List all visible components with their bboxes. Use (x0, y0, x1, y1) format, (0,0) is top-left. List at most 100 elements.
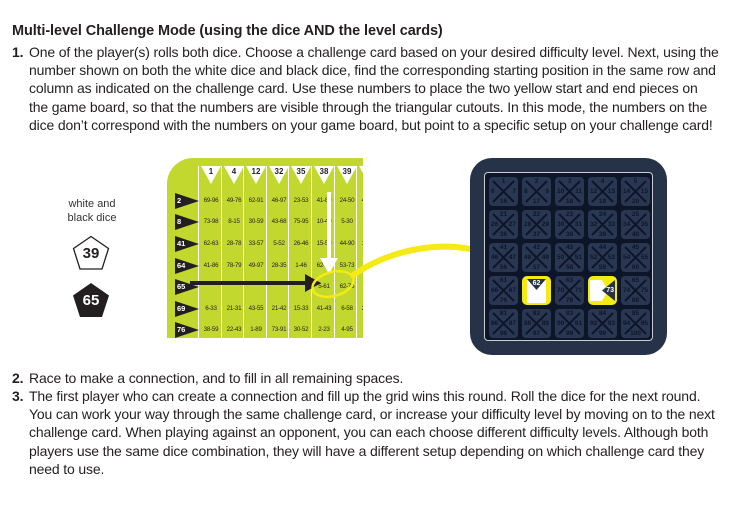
tile-number: 90 (557, 320, 565, 327)
tile-number: 74 (623, 287, 631, 294)
triangle-down-icon (337, 166, 357, 184)
cross-icon (624, 246, 647, 269)
tile-number: 65 (631, 277, 640, 284)
tile-number: 27 (508, 221, 516, 228)
row-header: 76 (175, 322, 199, 338)
section-heading: Multi-level Challenge Mode (using the di… (12, 23, 443, 39)
step-3: 3. The first player who can create a con… (12, 387, 720, 478)
start-piece[interactable]: 62 (522, 276, 551, 305)
column-divider (221, 166, 222, 338)
row-header-label: 2 (177, 196, 182, 205)
card-cell: 5-61 (318, 283, 330, 290)
challenge-card: 14123235383950269-9649-7662-9146-9723-53… (167, 158, 363, 338)
end-piece[interactable]: 73 (588, 276, 617, 305)
tile-number: 83 (565, 310, 574, 317)
card-cell: 62-91 (248, 197, 264, 204)
column-header-label: 32 (274, 167, 284, 176)
row-header: 69 (175, 301, 199, 317)
tile-number: 16 (499, 198, 508, 205)
cross-icon (591, 312, 614, 335)
end-piece-icon (590, 280, 615, 301)
card-cell: 75-95 (293, 218, 309, 225)
card-cell: 8-15 (228, 218, 240, 225)
tile-number: 55 (640, 254, 648, 261)
card-cell: 62-63 (203, 240, 219, 247)
black-die-value: 65 (82, 292, 100, 309)
step-2: 2. Race to make a connection, and to fil… (12, 369, 720, 387)
tile-number: 35 (640, 221, 648, 228)
column-header-label: 4 (231, 167, 237, 176)
row-header: 2 (175, 193, 199, 209)
row-header-label: 65 (177, 282, 186, 291)
white-arrow-down-icon (320, 258, 338, 274)
row-header-label: 8 (177, 217, 182, 226)
triangle-down-icon (291, 166, 311, 184)
step-1: 1. One of the player(s) rolls both dice.… (12, 43, 720, 134)
tile-number: 46 (491, 254, 499, 261)
cross-icon (525, 312, 548, 335)
card-cell: 21-42 (271, 305, 287, 312)
tile-number: 25 (631, 211, 640, 218)
tile-number: 13 (607, 188, 615, 195)
card-cell: 24-50 (339, 197, 355, 204)
tile-number: 82 (532, 310, 541, 317)
card-cell: 78-79 (226, 262, 242, 269)
cross-icon (492, 312, 515, 335)
cross-icon (492, 279, 515, 302)
card-cell: 10-40 (316, 218, 332, 225)
card-cell: 4-95 (341, 326, 353, 333)
card-cell: 44-95 (357, 197, 363, 204)
cross-icon (591, 213, 614, 236)
triangle-right-icon (175, 279, 199, 295)
column-divider (288, 166, 289, 338)
column-header: 35 (291, 166, 311, 184)
cross-icon (558, 279, 581, 302)
tile-number: 22 (532, 211, 541, 218)
card-cell: 15-59 (316, 240, 332, 247)
tile-number: 89 (541, 320, 549, 327)
tile-number: 41 (499, 244, 508, 251)
tile-number: 33 (607, 221, 615, 228)
card-cell: 62-73 (339, 283, 355, 290)
step-number: 2. (12, 370, 24, 386)
tile-number: 12 (590, 188, 598, 195)
step-text: The first player who can create a connec… (29, 388, 715, 477)
card-cell: 46-97 (271, 197, 287, 204)
tile-number: 93 (607, 320, 615, 327)
triangle-right-icon (175, 214, 199, 230)
row-header-label: 76 (177, 325, 186, 334)
tile-number: 7 (512, 188, 516, 195)
card-cell: 30-59 (248, 218, 264, 225)
tile-number: 19 (598, 198, 607, 205)
card-cell: 43-68 (271, 218, 287, 225)
tile-number: 61 (499, 277, 508, 284)
tile-number: 67 (508, 287, 516, 294)
tile-number: 92 (590, 320, 598, 327)
tile-number: 54 (623, 254, 631, 261)
row-header: 41 (175, 236, 199, 252)
row-header: 8 (175, 214, 199, 230)
